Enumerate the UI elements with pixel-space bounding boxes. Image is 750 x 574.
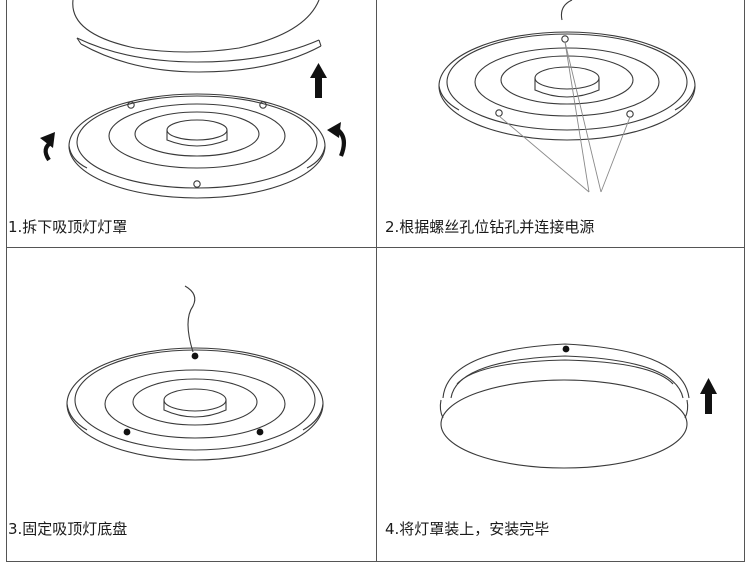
up-arrow-icon bbox=[700, 378, 717, 414]
installed-screws bbox=[123, 352, 264, 436]
grid-left-border bbox=[6, 0, 7, 562]
step-4-panel: 4.将灯罩装上，安装完毕 bbox=[377, 248, 744, 561]
step-4-illustration bbox=[439, 343, 717, 469]
step-2-caption: 2.根据螺丝孔位钻孔并连接电源 bbox=[385, 218, 595, 236]
step-2-panel: 2.根据螺丝孔位钻孔并连接电源 bbox=[377, 0, 744, 247]
screw-hole bbox=[626, 110, 634, 118]
up-arrow-icon bbox=[310, 63, 327, 98]
grid-middle-divider bbox=[6, 247, 745, 248]
step-1-illustration bbox=[40, 0, 347, 199]
screw-hole bbox=[561, 35, 569, 43]
step-3-panel: 3.固定吸顶灯底盘 bbox=[7, 248, 376, 561]
center-hub bbox=[534, 66, 600, 90]
step-3-illustration bbox=[66, 285, 324, 461]
screw-hole bbox=[127, 101, 135, 109]
screw-hole bbox=[259, 101, 267, 109]
step-1-caption: 1.拆下吸顶灯灯罩 bbox=[8, 218, 128, 236]
screw-hole bbox=[495, 109, 503, 117]
screw-icon bbox=[191, 352, 199, 360]
grid-bottom-border bbox=[6, 561, 745, 562]
grid-right-border bbox=[744, 0, 745, 562]
screw-icon bbox=[562, 345, 570, 353]
drill-guide-lines bbox=[498, 41, 631, 193]
power-wire bbox=[184, 285, 196, 353]
rotate-arrowhead bbox=[327, 122, 341, 138]
lamp-cover-dome bbox=[440, 379, 688, 469]
power-wire bbox=[560, 0, 573, 21]
screw-hole bbox=[193, 180, 201, 188]
step-3-caption: 3.固定吸顶灯底盘 bbox=[8, 520, 128, 538]
screw-icon bbox=[256, 428, 264, 436]
rotate-arrowhead bbox=[40, 132, 55, 148]
step-1-panel: 1.拆下吸顶灯灯罩 bbox=[7, 0, 376, 247]
step-4-caption: 4.将灯罩装上，安装完毕 bbox=[385, 520, 550, 538]
lamp-cover-dome bbox=[72, 0, 320, 53]
base-plate-outer bbox=[442, 343, 690, 399]
center-hub bbox=[163, 388, 227, 412]
grid-center-divider bbox=[376, 0, 377, 562]
screw-icon bbox=[123, 428, 131, 436]
center-hub bbox=[166, 119, 228, 141]
step-2-illustration bbox=[438, 0, 696, 193]
